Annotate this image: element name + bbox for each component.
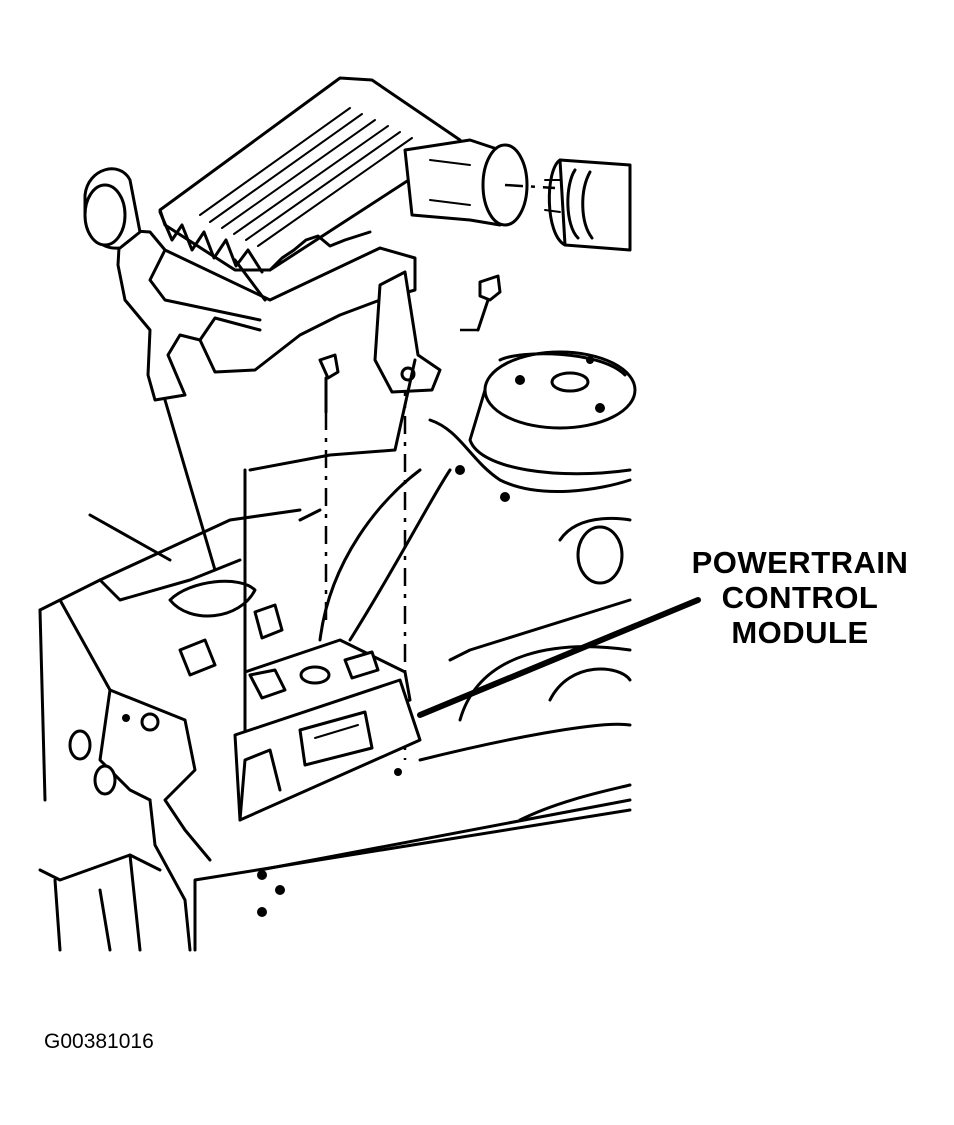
fender-apron [38, 465, 632, 952]
figure-id: G00381016 [44, 1030, 154, 1053]
callout-line-2: CONTROL [721, 580, 879, 615]
callout-label: POWERTRAIN CONTROL MODULE [670, 545, 930, 650]
callout-line-3: MODULE [731, 615, 869, 650]
powertrain-control-module [233, 638, 422, 822]
callout-leader-line [417, 597, 701, 718]
mounting-bolt [318, 274, 502, 414]
intake-duct [544, 158, 632, 252]
strut-tower [428, 350, 637, 585]
air-cleaner-housing [83, 76, 632, 402]
retaining-clips [178, 603, 284, 677]
callout-line-1: POWERTRAIN [691, 545, 909, 580]
